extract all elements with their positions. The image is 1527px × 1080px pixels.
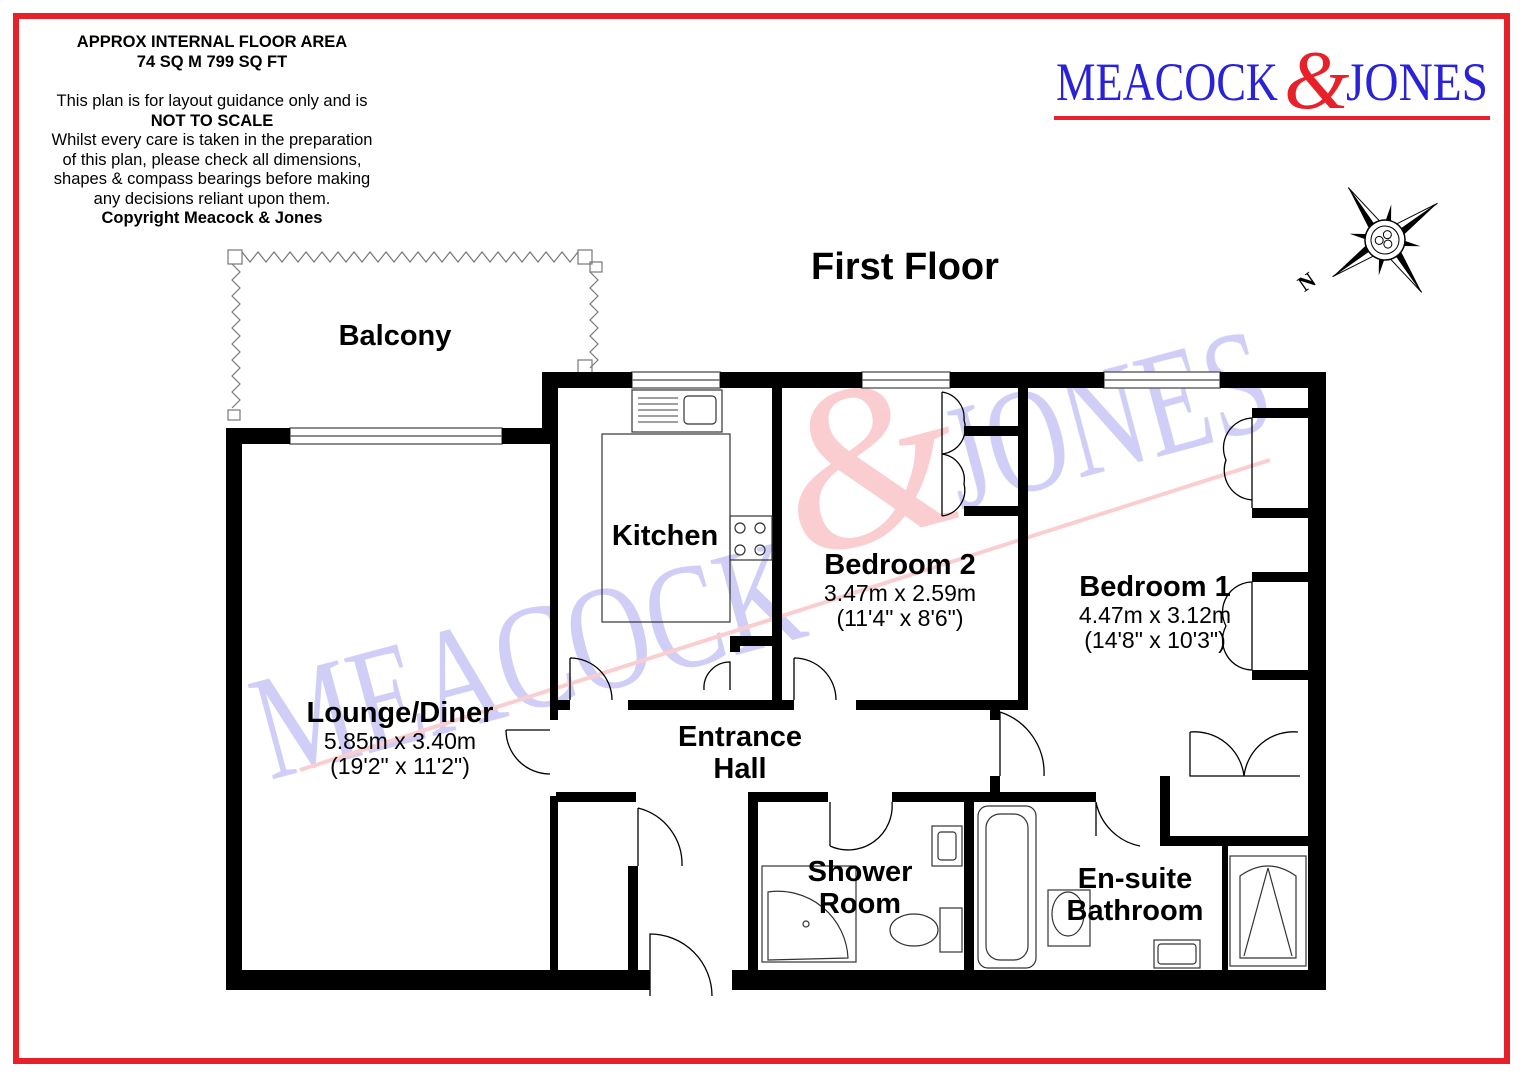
shower-room-label: Shower Room — [780, 856, 940, 920]
not-to-scale: NOT TO SCALE — [150, 111, 274, 130]
floor-title: First Floor — [811, 246, 999, 288]
logo-ampersand: & — [1284, 40, 1350, 127]
area-value: 74 SQ M 799 SQ FT — [136, 52, 288, 71]
disclaimer-line: This plan is for layout guidance only an… — [56, 92, 368, 110]
room-imperial: (19'2" x 11'2") — [330, 753, 470, 779]
balcony-outline — [227, 249, 603, 421]
door-wardrobe-ensuite — [1189, 731, 1300, 777]
ensuite-shower — [1229, 855, 1307, 967]
disclaimer-notes: This plan is for layout guidance only an… — [22, 92, 402, 229]
red-border-frame — [13, 13, 1510, 1064]
room-name-line1: En-suite — [1077, 863, 1193, 895]
watermark-line — [299, 458, 1271, 772]
shower-basin — [931, 825, 963, 867]
walls — [226, 372, 1326, 990]
sink-bowl — [683, 395, 717, 425]
room-name-line1: Shower — [807, 856, 913, 888]
room-name-line2: Hall — [713, 753, 767, 785]
area-title: APPROX INTERNAL FLOOR AREA — [76, 33, 348, 51]
door-lounge — [505, 729, 551, 775]
hall-label: Entrance Hall — [650, 721, 830, 785]
door-bedroom1 — [999, 711, 1045, 777]
kitchen-sink-unit — [631, 389, 723, 433]
bathroom-fittings — [761, 805, 1307, 969]
bedroom1-label: Bedroom 1 4.47m x 3.12m (14'8" x 10'3") — [1040, 571, 1270, 653]
room-name-line2: Room — [818, 888, 902, 920]
room-name-line1: Entrance — [677, 721, 803, 753]
door-entrance — [649, 933, 713, 997]
hob — [729, 515, 773, 561]
balcony-label: Balcony — [300, 320, 490, 352]
door-wardrobe-bed1-bottom — [1221, 581, 1253, 671]
bedroom2-label: Bedroom 2 3.47m x 2.59m (11'4" x 8'6") — [790, 549, 1010, 631]
door-wardrobe-bed2 — [941, 391, 966, 517]
watermark-right-text: JONES — [926, 296, 1288, 542]
logo-right-text: JONES — [1346, 52, 1488, 112]
kitchen-fittings — [601, 389, 773, 623]
door-store — [637, 807, 683, 867]
room-imperial: (11'4" x 8'6") — [836, 605, 964, 631]
shower-wc — [939, 907, 963, 953]
door-kitchen — [569, 657, 613, 701]
ensuite-wc — [1047, 889, 1091, 947]
meacock-jones-logo: MEACOCK & JONES — [1054, 40, 1490, 127]
room-metric: 4.47m x 3.12m — [1078, 602, 1232, 628]
room-metric: 3.47m x 2.59m — [823, 580, 977, 606]
disclaimer-line: shapes & compass bearings before making — [53, 170, 371, 188]
room-metric: 5.85m x 3.40m — [323, 728, 477, 754]
room-name: Kitchen — [611, 520, 719, 552]
room-name: Lounge/Diner — [306, 697, 494, 729]
disclaimer-line: Whilst every care is taken in the prepar… — [51, 131, 373, 149]
door-bedroom2 — [793, 657, 837, 701]
logo-left-text: MEACOCK — [1056, 52, 1278, 112]
bath — [977, 805, 1037, 969]
compass-rose-icon — [1332, 187, 1438, 293]
door-wardrobe-bed1-top — [1222, 417, 1253, 508]
ensuite-label: En-suite Bathroom — [1040, 863, 1230, 927]
room-name-line2: Bathroom — [1066, 895, 1204, 927]
room-name: Bedroom 2 — [824, 549, 976, 581]
door-ensuite — [1095, 801, 1141, 847]
logo-underline — [1054, 116, 1490, 120]
room-name: Bedroom 1 — [1079, 571, 1231, 603]
area-notes: APPROX INTERNAL FLOOR AREA 74 SQ M 799 S… — [22, 33, 402, 72]
room-name: Balcony — [338, 320, 452, 352]
ensuite-basin — [1153, 939, 1201, 969]
doors — [505, 391, 1300, 997]
door-shower — [829, 801, 893, 851]
room-imperial: (14'8" x 10'3") — [1084, 627, 1226, 653]
door-cupboard — [703, 661, 731, 691]
copyright: Copyright Meacock & Jones — [101, 209, 323, 227]
kitchen-label: Kitchen — [600, 520, 730, 552]
compass-north-label: N — [1293, 267, 1320, 297]
disclaimer-line: of this plan, please check all dimension… — [62, 150, 362, 169]
lounge-label: Lounge/Diner 5.85m x 3.40m (19'2" x 11'2… — [270, 697, 530, 779]
disclaimer-line: any decisions reliant upon them. — [93, 189, 331, 208]
windows — [289, 371, 1221, 445]
shower-tray — [761, 865, 857, 963]
